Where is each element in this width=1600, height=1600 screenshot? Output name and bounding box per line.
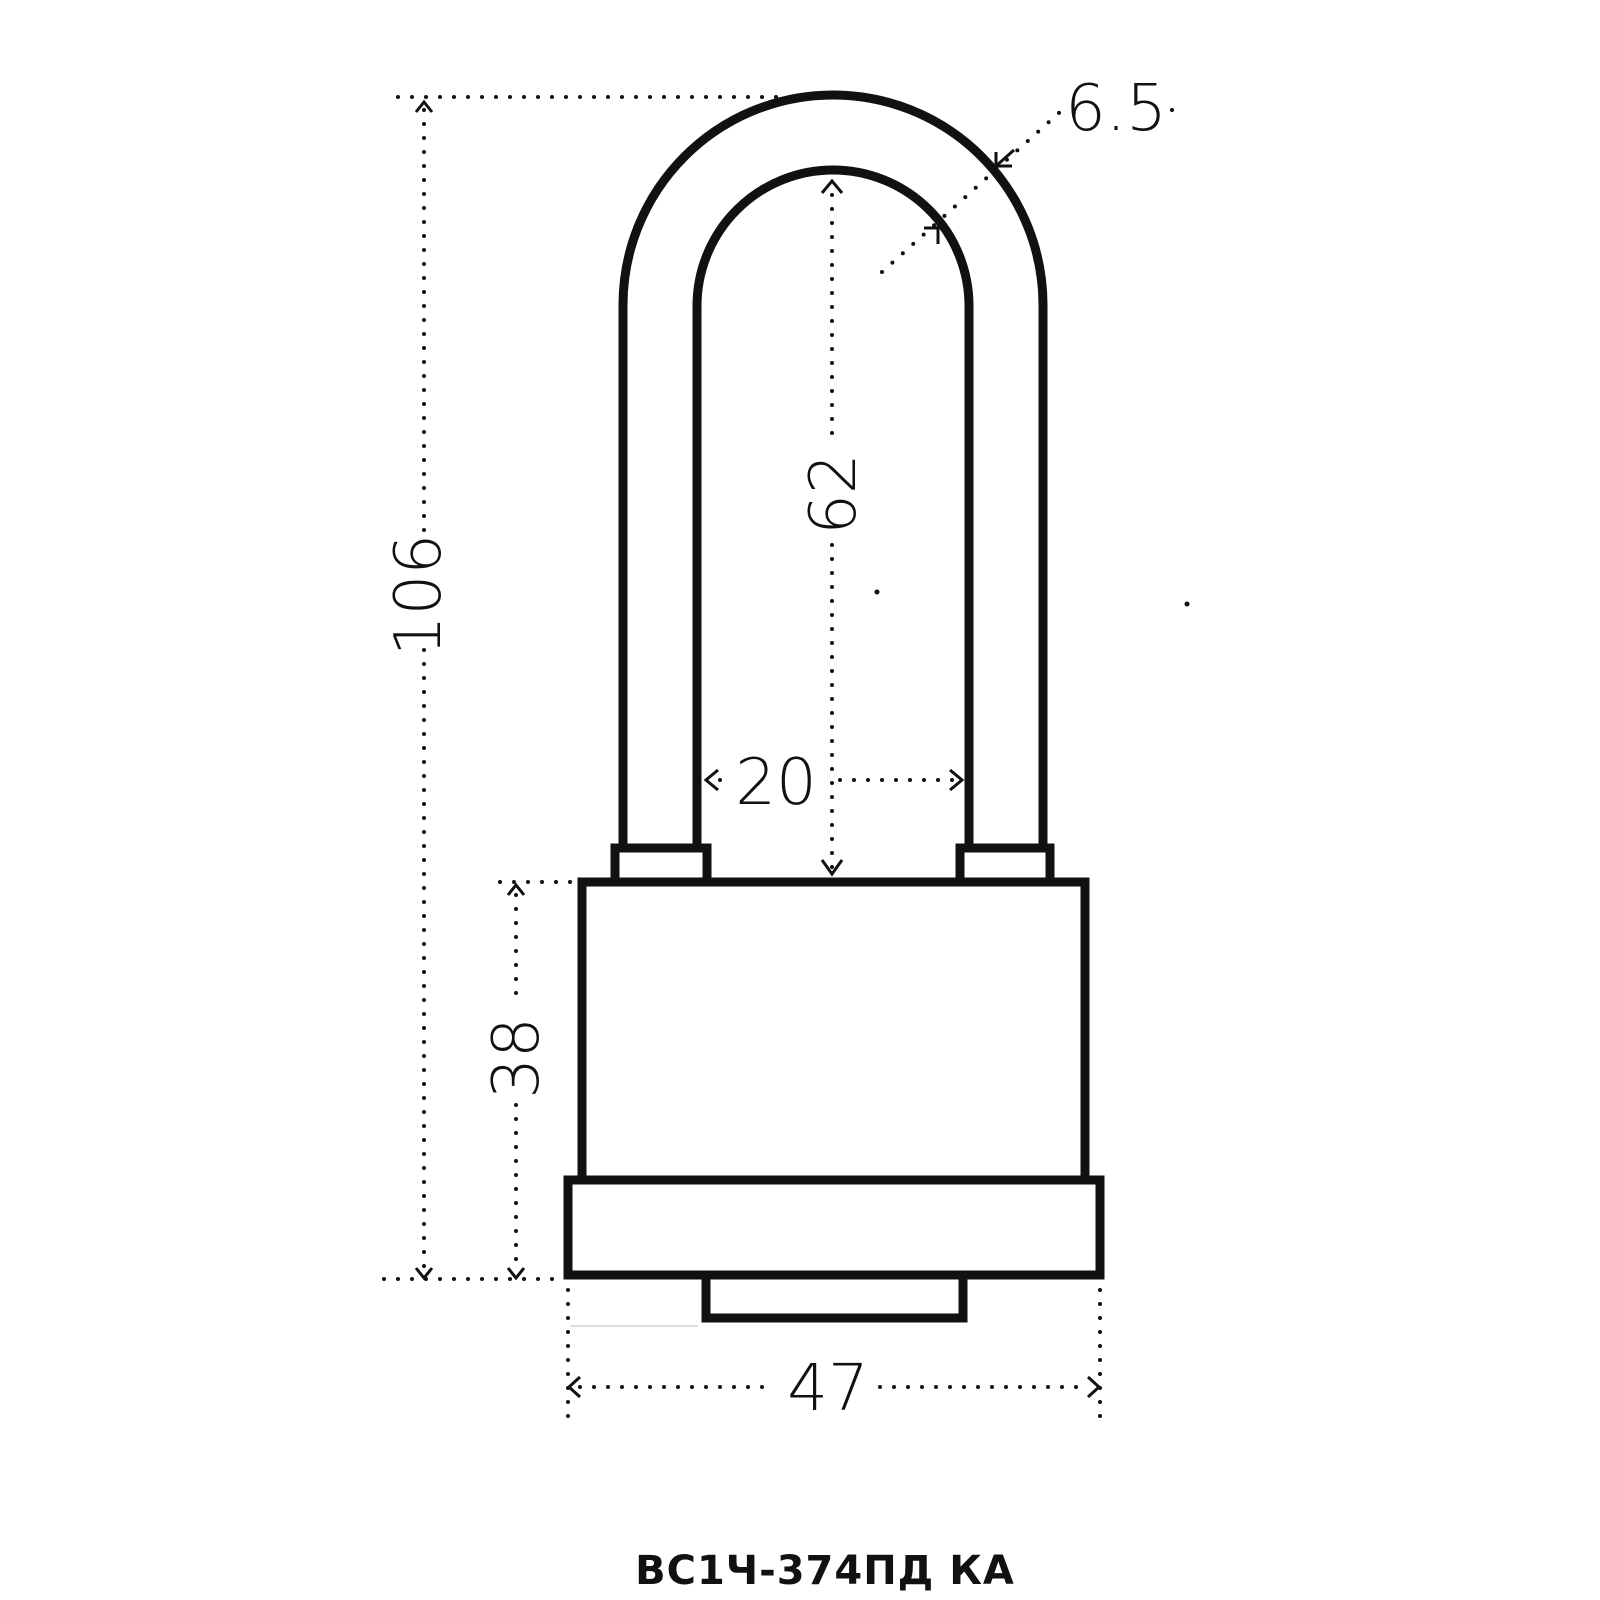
dim-62-label: 62	[797, 453, 871, 534]
dim-38-label: 38	[480, 1017, 554, 1098]
dim-47-arrows	[566, 1375, 1102, 1399]
stray-dot	[874, 589, 880, 595]
shackle-collar-right	[955, 843, 1055, 887]
dim-62-arrows	[820, 178, 844, 877]
model-title: ВС1Ч-374ПД КА	[635, 1548, 1015, 1594]
dim-106-arrows	[414, 99, 434, 1281]
dim-38-arrows	[506, 882, 526, 1281]
lock-body	[577, 877, 1090, 1185]
stray-dot	[1184, 601, 1190, 607]
shackle-inner	[692, 165, 974, 848]
dim-20-arrows	[703, 768, 965, 792]
lock-base	[563, 1175, 1105, 1280]
dim-6-5-arrows	[924, 148, 1015, 244]
dim-47-label: 47	[787, 1352, 868, 1426]
shackle-outer	[618, 90, 1048, 848]
dim-106-label: 106	[382, 534, 456, 656]
lock-bottom-tab	[701, 1270, 968, 1323]
shackle-collar-left	[610, 843, 712, 887]
dim-6-5-label: 6.5	[1065, 72, 1167, 146]
dim-20-label: 20	[735, 746, 816, 820]
